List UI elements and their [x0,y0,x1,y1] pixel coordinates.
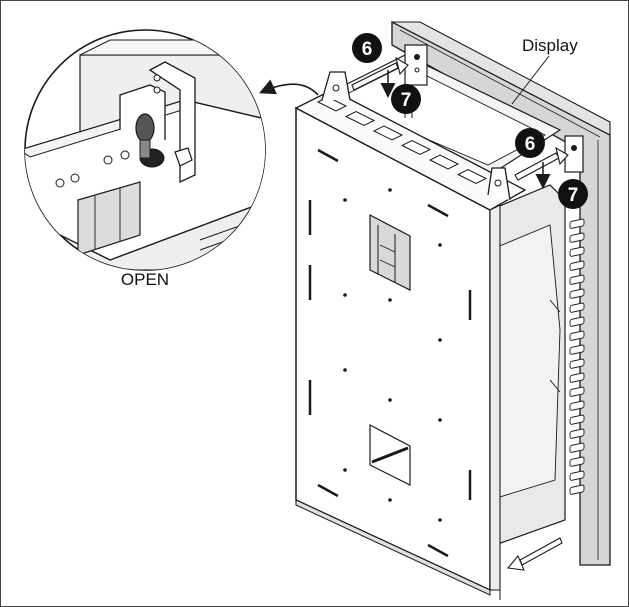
display-leader-line [511,55,550,105]
plate-hole [343,468,347,472]
vent-slot [569,358,585,369]
step-badge-6-upper: 6 [352,33,382,63]
vent-slot [569,484,585,495]
plate-slot [317,483,339,498]
left-hook [321,71,351,101]
plate-slot [317,148,339,163]
bracket-side-box [489,184,566,546]
plate-hole [438,518,442,522]
vent-slot [569,372,585,383]
display-label: Display [522,36,578,55]
flange-hole [456,168,488,185]
vent-slot [569,288,585,299]
plate-hole [343,368,347,372]
svg-text:6: 6 [362,39,373,60]
svg-text:6: 6 [525,134,536,155]
vent-slot [569,400,585,411]
vent-slot [569,274,585,285]
vent-slots [569,218,585,495]
flange-hole [372,125,404,141]
vent-slot [569,456,585,467]
step-badge-7-upper: 7 [391,84,421,114]
svg-text:7: 7 [401,90,412,111]
step6-arrow-upper [351,56,409,91]
vent-slot [569,232,585,243]
upper-screw-bracket [404,44,428,86]
vent-slot [569,428,585,439]
step-badge-7-right: 7 [558,179,588,209]
detail-pointer-arrow [259,79,319,96]
vent-slot [569,386,585,397]
plate-hole [388,188,392,192]
vent-slot [569,330,585,341]
vent-slot [569,246,585,257]
plate-hole [438,338,442,342]
vent-slot [569,470,585,481]
plate-hole [343,293,347,297]
vent-slot [569,344,585,355]
bottom-arrow [499,537,563,600]
lower-cutout [369,424,411,486]
step6-arrow-right [514,146,569,181]
flange-hole [400,139,432,156]
vent-slot [569,316,585,327]
open-label: OPEN [121,270,169,289]
vent-slot [569,260,585,271]
vent-slot [569,442,585,453]
vent-slot [569,302,585,313]
right-screw-bracket [564,135,584,173]
display-panel [391,20,611,566]
plate-hole [343,198,347,202]
svg-text:7: 7 [568,185,579,206]
magnified-detail [24,29,266,271]
plate-slots [308,148,472,558]
upper-cutout [369,214,411,291]
plate-hole [388,298,392,302]
plate-slot [427,543,449,558]
step-badge-6-right: 6 [515,128,545,158]
plate-hole [388,398,392,402]
plate-slot [427,203,449,218]
vent-slot [569,218,585,229]
plate-hole [438,418,442,422]
plate-hole [438,243,442,247]
flange-hole [344,110,376,127]
flange-hole [428,154,460,170]
plate-hole [388,498,392,502]
flange-holes [316,96,488,185]
vent-slot [569,414,585,425]
right-hook [487,167,511,201]
